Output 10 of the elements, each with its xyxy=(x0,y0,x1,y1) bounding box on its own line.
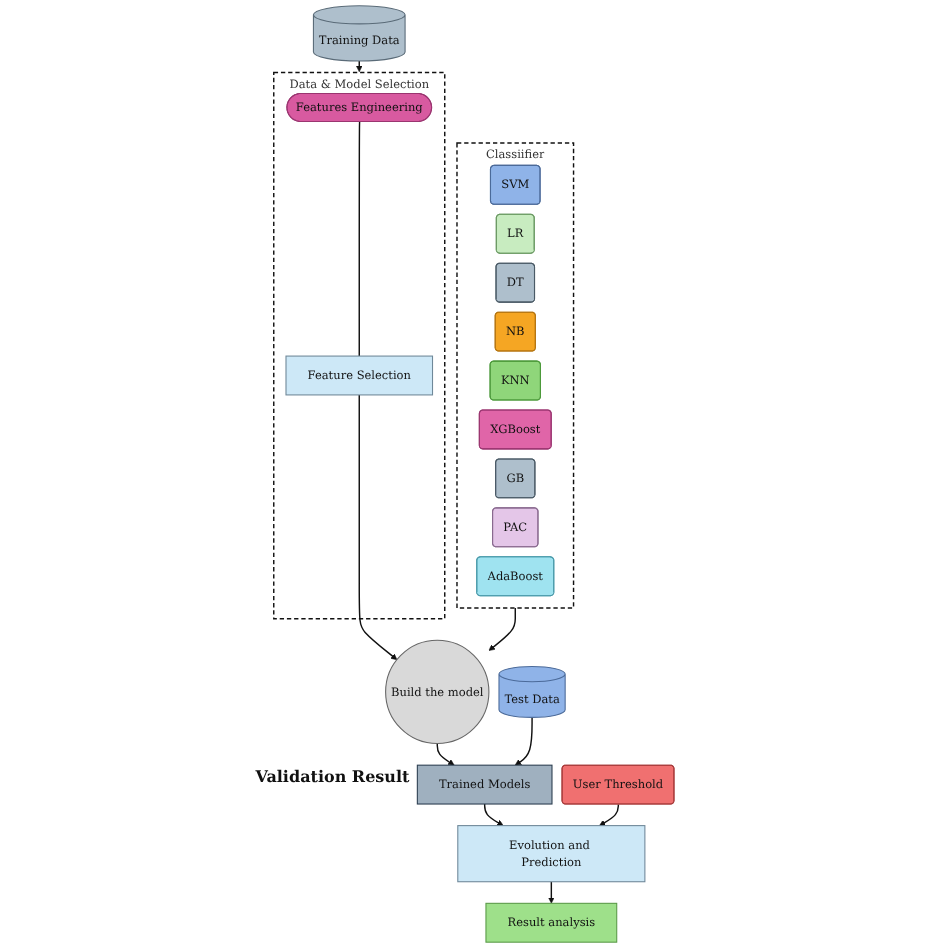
arrow xyxy=(436,742,455,766)
arrow xyxy=(548,881,555,904)
connector xyxy=(358,121,361,357)
arrow xyxy=(515,716,533,766)
arrow xyxy=(488,607,517,651)
arrow xyxy=(599,803,620,826)
side-caption: Validation Result xyxy=(255,765,410,786)
arrow xyxy=(358,394,398,660)
arrow xyxy=(484,803,504,826)
arrow xyxy=(356,60,363,73)
